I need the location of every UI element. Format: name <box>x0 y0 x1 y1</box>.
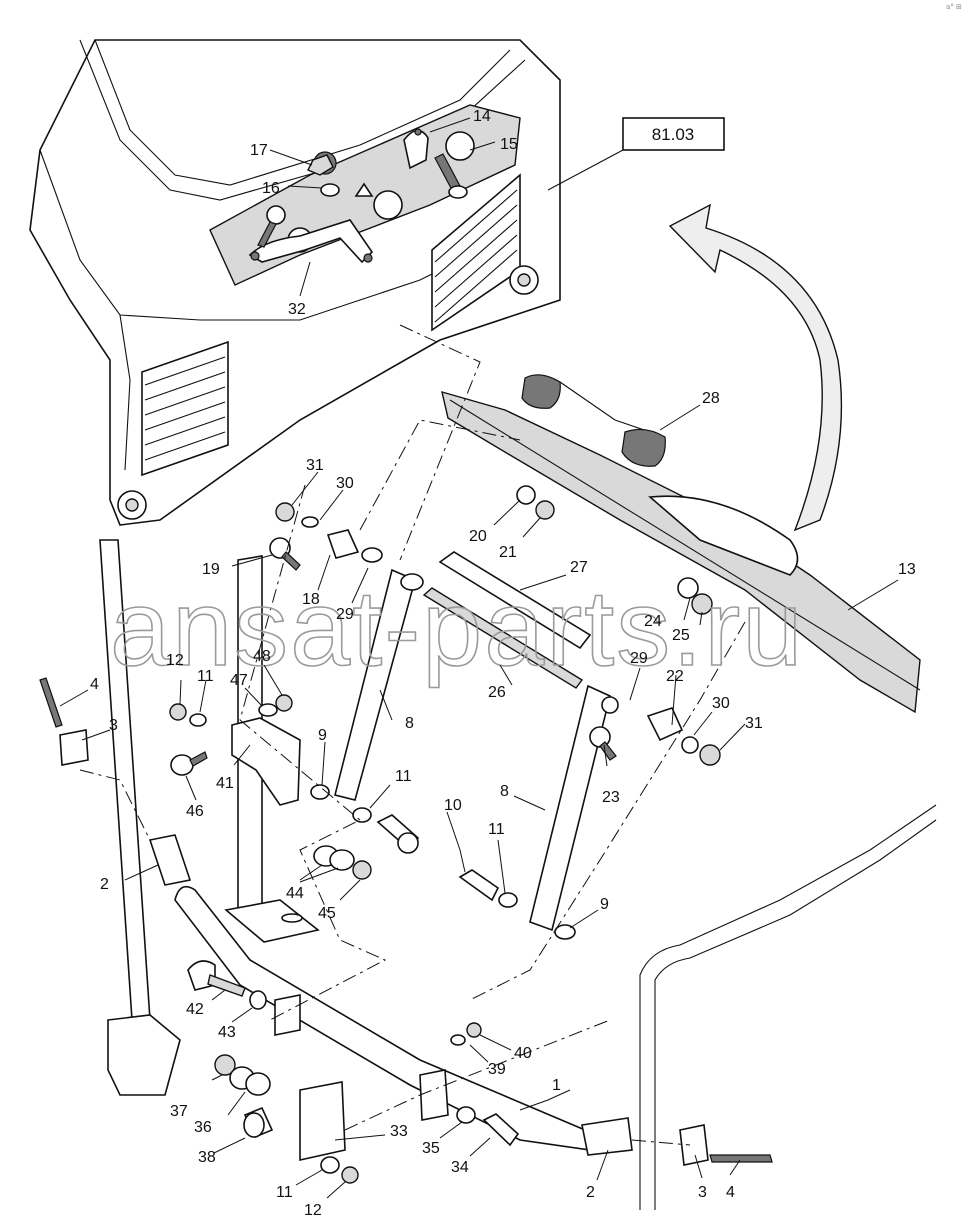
callout: 4 <box>726 1184 735 1201</box>
left-bracket-hardware <box>169 694 301 806</box>
callout: 38 <box>198 1149 216 1166</box>
callout: 26 <box>488 684 506 701</box>
callout: 28 <box>702 390 720 407</box>
callout: 36 <box>194 1119 212 1136</box>
corner-mark: a° ⊞ <box>946 3 962 11</box>
callout: 8 <box>405 715 414 732</box>
callout: 11 <box>197 668 214 685</box>
callout: 24 <box>644 613 662 630</box>
callout: 23 <box>602 789 620 806</box>
callout: 22 <box>666 668 684 685</box>
callout: 1 <box>552 1077 561 1094</box>
callout: 25 <box>672 627 690 644</box>
callout: 9 <box>318 727 327 744</box>
arm-assembly <box>441 374 921 714</box>
callout: 41 <box>216 775 234 792</box>
callout: 14 <box>473 108 491 125</box>
callout: 15 <box>500 136 518 153</box>
callout: 12 <box>304 1202 322 1219</box>
callout: 17 <box>250 142 268 159</box>
callout: 29 <box>630 650 648 667</box>
leader-lines <box>59 117 899 1199</box>
callout: 18 <box>302 591 320 608</box>
callout: 8 <box>500 783 509 800</box>
shaft-rod <box>438 551 592 650</box>
callout: 13 <box>898 561 916 578</box>
callout: 40 <box>514 1045 532 1062</box>
callout: 16 <box>262 180 280 197</box>
callout: 48 <box>253 648 271 665</box>
callouts: 1 2 2 3 3 4 4 8 8 9 9 10 11 11 11 11 12 … <box>90 108 916 1219</box>
callout: 21 <box>499 544 517 561</box>
callout: 45 <box>318 905 336 922</box>
panel-fasteners <box>257 128 468 248</box>
callout: 29 <box>336 606 354 623</box>
callout: 30 <box>336 475 354 492</box>
callout: 42 <box>186 1001 204 1018</box>
watermark: ansat-parts.ru <box>110 567 804 688</box>
reference-label: 81.03 <box>652 125 695 144</box>
reference-box <box>622 117 725 151</box>
link-lower <box>529 684 611 932</box>
callout: 30 <box>712 695 730 712</box>
bottom-hardware <box>39 677 773 1184</box>
callout: 2 <box>586 1184 595 1201</box>
callout: 27 <box>570 559 588 576</box>
callout: 10 <box>444 797 462 814</box>
callout: 44 <box>286 885 304 902</box>
callout: 11 <box>395 768 412 785</box>
callout: 11 <box>276 1184 293 1201</box>
callout: 3 <box>698 1184 707 1201</box>
callout: 32 <box>288 301 306 318</box>
callout: 4 <box>90 676 99 693</box>
callout: 11 <box>488 821 505 838</box>
callout: 9 <box>600 896 609 913</box>
callout: 37 <box>170 1103 188 1120</box>
callout: 39 <box>488 1061 506 1078</box>
callout: 47 <box>230 672 248 689</box>
callout: 19 <box>202 561 220 578</box>
callout: 31 <box>745 715 763 732</box>
callout: 12 <box>166 652 184 669</box>
mounting-bracket <box>248 219 374 264</box>
callout: 2 <box>100 876 109 893</box>
rotation-arrow <box>668 203 843 532</box>
callout: 3 <box>109 717 118 734</box>
link-hardware <box>310 784 576 940</box>
callout: 20 <box>469 528 487 545</box>
callout: 35 <box>422 1140 440 1157</box>
assembly-centerlines <box>79 324 746 1146</box>
callout: 31 <box>306 457 324 474</box>
callout: 43 <box>218 1024 236 1041</box>
callout: 33 <box>390 1123 408 1140</box>
callout: 46 <box>186 803 204 820</box>
bottom-frame <box>99 539 937 1210</box>
callout: 34 <box>451 1159 469 1176</box>
threaded-rod <box>422 587 584 689</box>
